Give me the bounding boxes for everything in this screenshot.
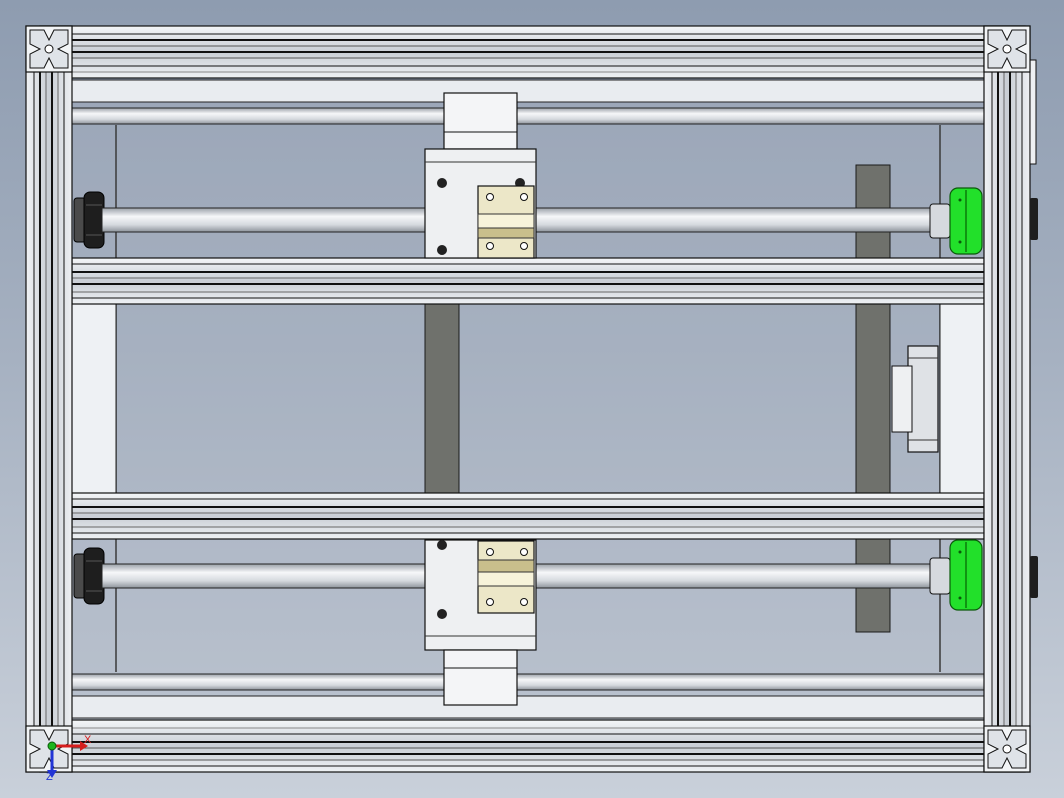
corner-top-right xyxy=(983,25,1031,73)
coordinate-triad xyxy=(47,741,88,778)
side-plate-right xyxy=(939,299,985,496)
belt-right xyxy=(855,164,891,633)
bottom-extrusion xyxy=(39,719,1026,773)
lower-pulley[interactable] xyxy=(949,539,983,611)
middle-extrusion-upper xyxy=(71,257,985,305)
lower-coupler xyxy=(929,557,951,595)
top-extrusion xyxy=(39,25,1026,79)
upper-motor-mount xyxy=(1030,198,1038,240)
corner-bottom-right xyxy=(983,725,1031,773)
lower-lead-screw-assembly[interactable] xyxy=(73,539,1038,706)
left-pillar xyxy=(25,25,73,773)
right-pillar xyxy=(983,25,1037,773)
middle-extrusion-lower xyxy=(71,492,985,540)
belt-left xyxy=(424,299,460,496)
upper-lead-screw-assembly[interactable] xyxy=(73,92,1038,259)
triad-x-label: X xyxy=(84,734,92,746)
triad-y-axis xyxy=(47,741,57,751)
upper-knob[interactable] xyxy=(73,191,105,249)
bottom-guide-rod xyxy=(71,673,985,691)
bottom-plate xyxy=(71,695,985,719)
top-guide-rod xyxy=(71,107,985,125)
lower-bearing-block[interactable] xyxy=(477,540,535,614)
belt-tensioner[interactable] xyxy=(891,345,939,453)
lower-motor-mount xyxy=(1030,556,1038,598)
corner-top-left xyxy=(25,25,73,73)
side-plate-left xyxy=(71,299,117,496)
upper-bearing-block[interactable] xyxy=(477,185,535,259)
upper-coupler xyxy=(929,203,951,239)
top-plate xyxy=(71,79,985,103)
triad-z-label: Z xyxy=(46,771,53,783)
upper-pulley[interactable] xyxy=(949,187,983,255)
lower-knob[interactable] xyxy=(73,547,105,605)
